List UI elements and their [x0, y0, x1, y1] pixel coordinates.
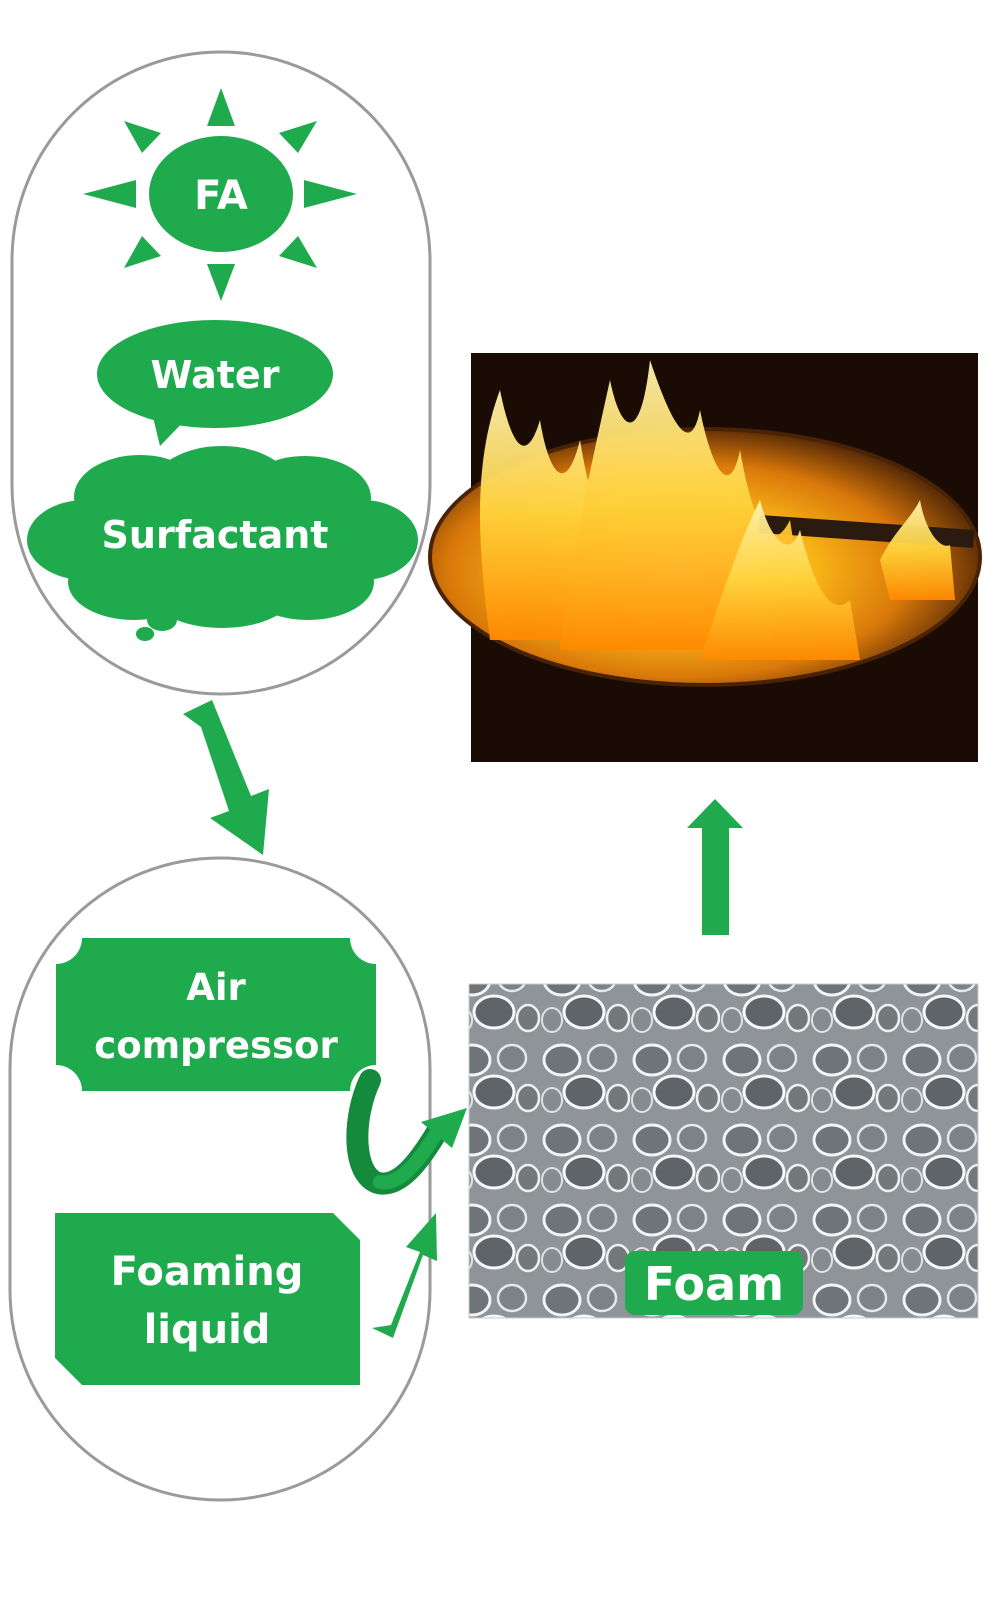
- thought-dot-1: [147, 609, 177, 631]
- fire-pan-photo: [428, 353, 982, 762]
- arrow-icon: [687, 799, 743, 935]
- liquid-to-foam-arrow: [372, 1213, 437, 1338]
- foam-label-badge: Foam: [625, 1251, 803, 1315]
- foam-photo: Foam: [468, 983, 979, 1319]
- surfactant-cloud: Surfactant: [27, 446, 418, 641]
- water-bubble: Water: [97, 320, 333, 446]
- fa-sun: FA: [83, 88, 357, 301]
- mix-to-generator-arrow: [183, 700, 269, 855]
- air-compressor-label-line1: Air: [186, 966, 246, 1009]
- arrow-icon: [346, 1069, 467, 1195]
- foaming-liquid-block: Foaming liquid: [55, 1213, 360, 1385]
- arrow-icon: [183, 700, 269, 855]
- water-bubble-body: [97, 320, 333, 428]
- water-label: Water: [151, 353, 280, 397]
- foam-label: Foam: [644, 1257, 784, 1311]
- sun-core: [149, 136, 293, 252]
- foaming-liquid-label-line1: Foaming: [111, 1249, 304, 1295]
- fa-label: FA: [194, 173, 248, 219]
- flames: [480, 360, 955, 660]
- ingredients-capsule: FA Water Surfactant: [10, 50, 432, 696]
- surfactant-label: Surfactant: [102, 513, 329, 557]
- generator-capsule: Air compressor Foaming liquid: [8, 856, 467, 1502]
- foaming-liquid-label-line2: liquid: [144, 1307, 271, 1353]
- air-compressor-block: Air compressor: [56, 938, 376, 1091]
- air-compressor-label-line2: compressor: [94, 1024, 338, 1067]
- air-compressor-plaque: [56, 938, 376, 1091]
- sun-rays: [83, 88, 357, 301]
- foaming-liquid-plaque: [55, 1213, 360, 1385]
- water-bubble-tail: [150, 405, 190, 446]
- foam-to-fire-arrow: [687, 799, 743, 935]
- thought-dot-2: [136, 627, 154, 641]
- arrow-icon: [372, 1213, 437, 1338]
